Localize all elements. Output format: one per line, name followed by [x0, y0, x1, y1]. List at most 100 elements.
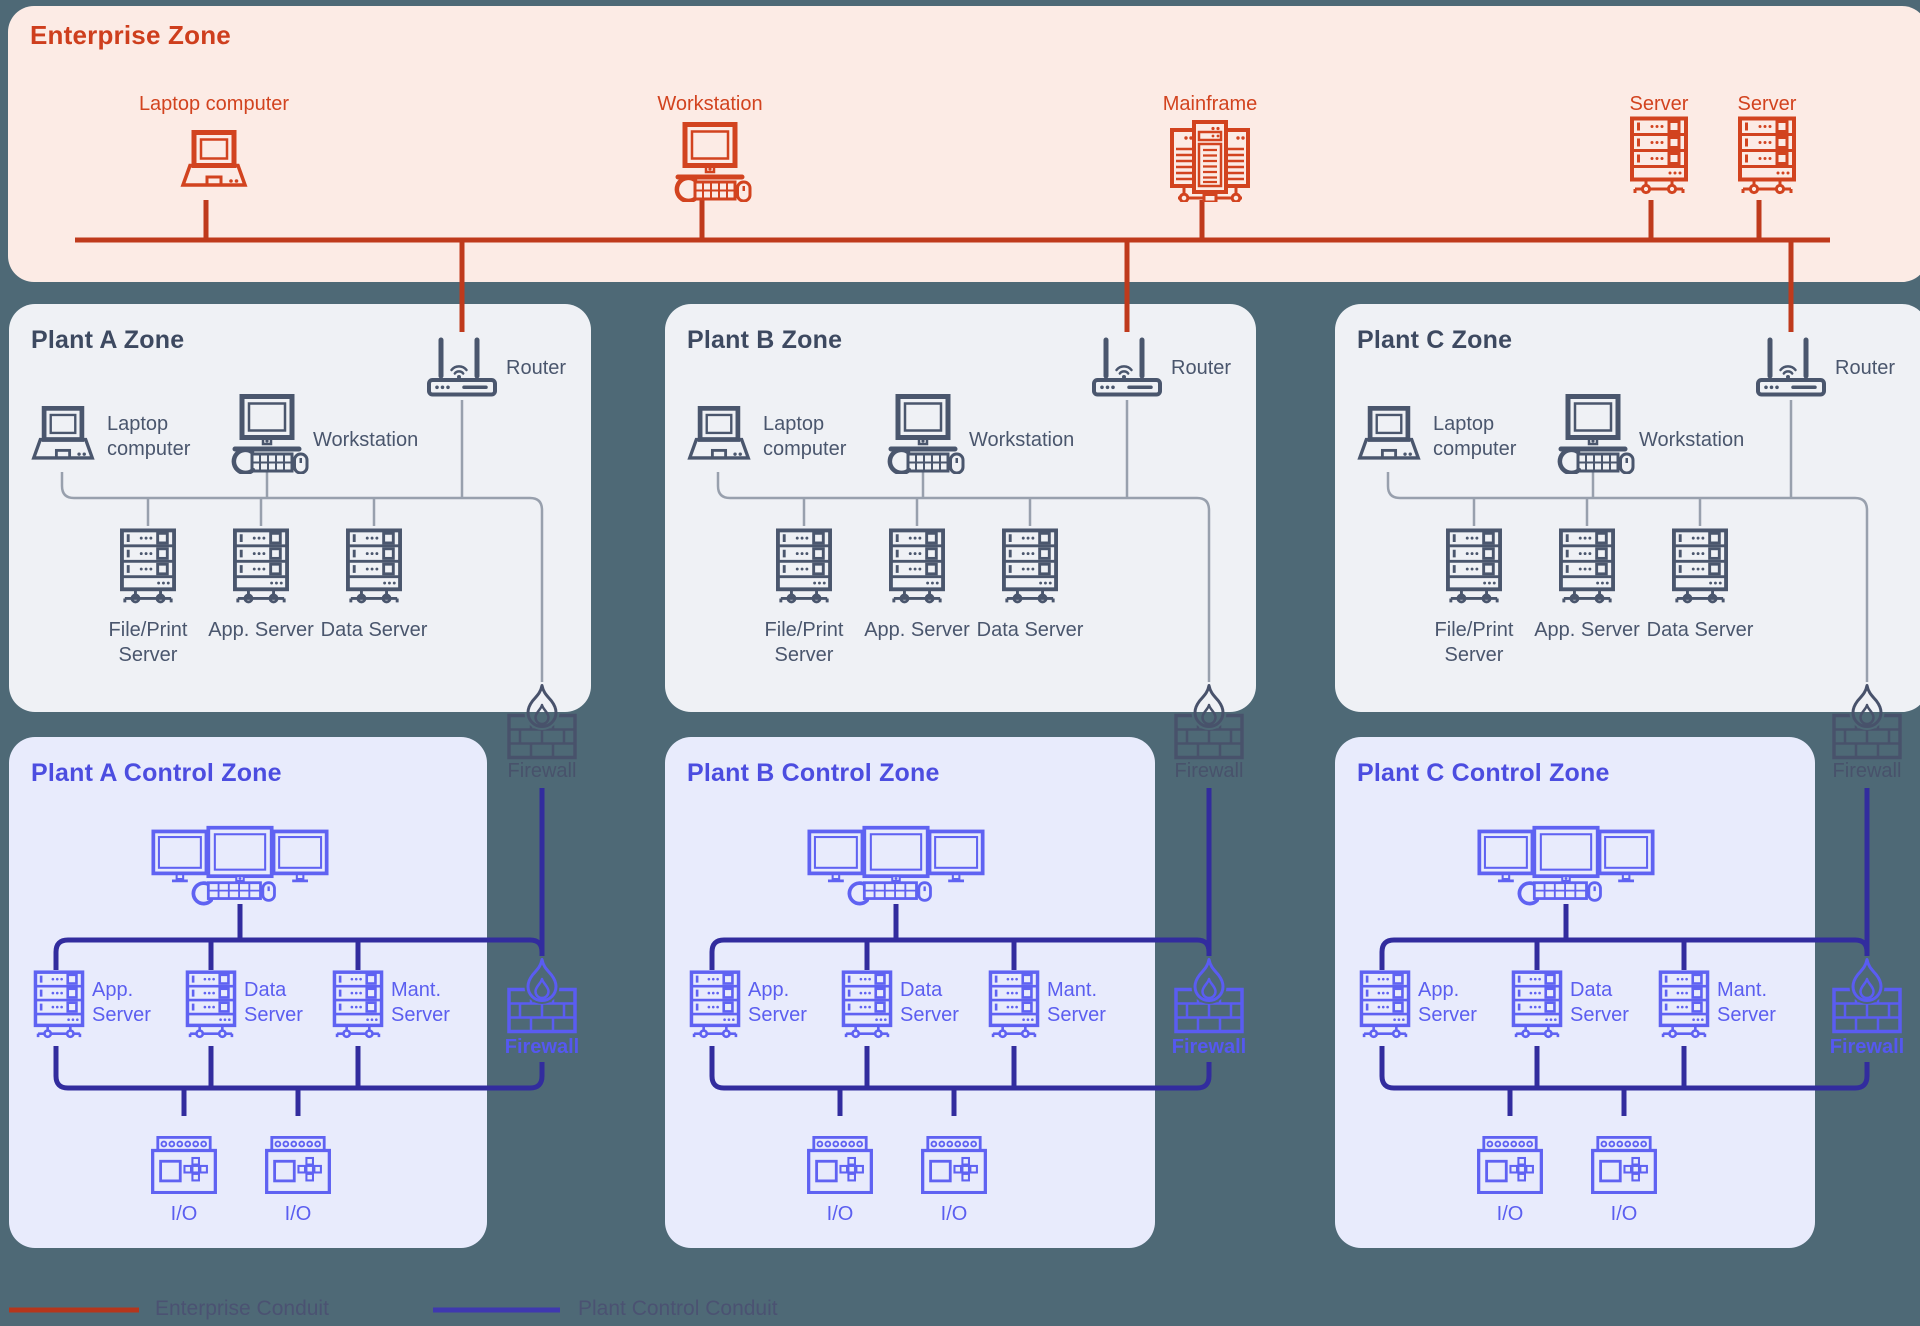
plant-a-zone-box: Plant A Zone Router Laptop computer Work… — [9, 304, 591, 712]
firewall-icon — [1831, 958, 1903, 1034]
io-module-icon — [807, 1136, 873, 1194]
server-label: Data Server — [900, 979, 959, 1026]
workstation-label: Workstation — [969, 429, 1075, 451]
plant-b-control-zone-title: Plant B Control Zone — [687, 759, 940, 787]
laptop-icon — [172, 130, 256, 202]
server-icon — [1443, 528, 1505, 611]
server-icon — [1656, 970, 1712, 1045]
io-module-icon — [1477, 1136, 1543, 1194]
server-icon — [986, 970, 1042, 1045]
server-label: Server — [1737, 93, 1797, 115]
firewall-icon — [1173, 958, 1245, 1034]
firewall-icon — [1173, 684, 1245, 760]
firewall-label: Firewall — [1832, 760, 1902, 782]
hmi-workstation-icon — [807, 824, 985, 906]
laptop-icon — [1349, 406, 1429, 474]
server-icon — [343, 528, 405, 611]
firewall-icon — [506, 958, 578, 1034]
server-label: Data Server — [1646, 619, 1754, 641]
hmi-workstation-icon — [1477, 824, 1655, 906]
hmi-workstation-icon — [151, 824, 329, 906]
io-module-icon — [151, 1136, 217, 1194]
server-icon — [773, 528, 835, 611]
server-icon — [230, 528, 292, 611]
workstation-icon — [668, 122, 752, 202]
router-icon — [1755, 336, 1827, 398]
server-icon — [183, 970, 239, 1045]
firewall-icon — [506, 684, 578, 760]
server-label: Data Server — [244, 979, 303, 1026]
server-label: Data Server — [320, 619, 428, 641]
laptop-label: Laptop computer — [107, 413, 191, 460]
router-icon — [1091, 336, 1163, 398]
io-label: I/O — [1610, 1203, 1638, 1225]
workstation-label: Workstation — [313, 429, 419, 451]
plant-c-control-zone-title: Plant C Control Zone — [1357, 759, 1610, 787]
enterprise-zone-title: Enterprise Zone — [30, 20, 231, 50]
server-label: File/Print Server — [1434, 619, 1514, 666]
mainframe-label: Mainframe — [1162, 93, 1258, 115]
server-label: Mant. Server — [1717, 979, 1776, 1026]
legend-plant-control-conduit-label: Plant Control Conduit — [578, 1297, 778, 1320]
plant-b-zone-title: Plant B Zone — [687, 326, 843, 354]
laptop-label: Laptop computer — [763, 413, 847, 460]
workstation-icon — [1551, 394, 1635, 474]
laptop-label: Laptop computer — [1433, 413, 1517, 460]
plant-c-control-zone-box: Plant C Control Zone App. Server Data Se… — [1335, 737, 1815, 1248]
router-label: Router — [1835, 357, 1896, 379]
server-icon — [999, 528, 1061, 611]
server-icon — [1556, 528, 1618, 611]
server-label: App. Server — [864, 619, 970, 641]
server-label: File/Print Server — [764, 619, 844, 666]
server-label: Mant. Server — [391, 979, 450, 1026]
io-module-icon — [921, 1136, 987, 1194]
io-label: I/O — [1496, 1203, 1524, 1225]
io-module-icon — [265, 1136, 331, 1194]
workstation-label: Workstation — [1639, 429, 1745, 451]
laptop-icon — [679, 406, 759, 474]
server-label: App. Server — [1534, 619, 1640, 641]
plant-b-control-zone-box: Plant B Control Zone App. Server Data Se… — [665, 737, 1155, 1248]
server-label: Mant. Server — [1047, 979, 1106, 1026]
server-label: Data Server — [1570, 979, 1629, 1026]
server-icon — [839, 970, 895, 1045]
server-label: Data Server — [976, 619, 1084, 641]
plant-a-zone-title: Plant A Zone — [31, 326, 185, 354]
server-label: Server — [1629, 93, 1689, 115]
server-label: App. Server — [92, 979, 151, 1026]
router-label: Router — [506, 357, 567, 379]
firewall-label: Firewall — [1174, 760, 1244, 782]
laptop-icon — [23, 406, 103, 474]
io-label: I/O — [826, 1203, 854, 1225]
server-label: File/Print Server — [108, 619, 188, 666]
server-label: App. Server — [1418, 979, 1477, 1026]
io-label: I/O — [284, 1203, 312, 1225]
mainframe-icon — [1168, 118, 1252, 202]
server-icon — [1357, 970, 1413, 1045]
plant-c-zone-box: Plant C Zone Router Laptop computer Work… — [1335, 304, 1920, 712]
server-icon — [117, 528, 179, 611]
server-icon — [886, 528, 948, 611]
firewall-icon — [1831, 684, 1903, 760]
router-label: Router — [1171, 357, 1232, 379]
server-label: App. Server — [748, 979, 807, 1026]
server-icon — [687, 970, 743, 1045]
firewall-label: Firewall — [507, 760, 577, 782]
io-label: I/O — [170, 1203, 198, 1225]
server-icon — [1735, 116, 1799, 202]
server-icon — [1669, 528, 1731, 611]
server-icon — [31, 970, 87, 1045]
plant-b-zone-box: Plant B Zone Router Laptop computer Work… — [665, 304, 1256, 712]
server-icon — [1627, 116, 1691, 202]
legend-enterprise-conduit-label: Enterprise Conduit — [155, 1297, 329, 1320]
firewall-label: Firewall — [504, 1036, 580, 1058]
router-icon — [426, 336, 498, 398]
workstation-icon — [881, 394, 965, 474]
firewall-label: Firewall — [1171, 1036, 1247, 1058]
io-module-icon — [1591, 1136, 1657, 1194]
plant-a-control-zone-title: Plant A Control Zone — [31, 759, 282, 787]
io-label: I/O — [940, 1203, 968, 1225]
enterprise-zone-box: Enterprise Zone Laptop computer Workstat… — [8, 6, 1920, 282]
laptop-label: Laptop computer — [138, 93, 290, 115]
